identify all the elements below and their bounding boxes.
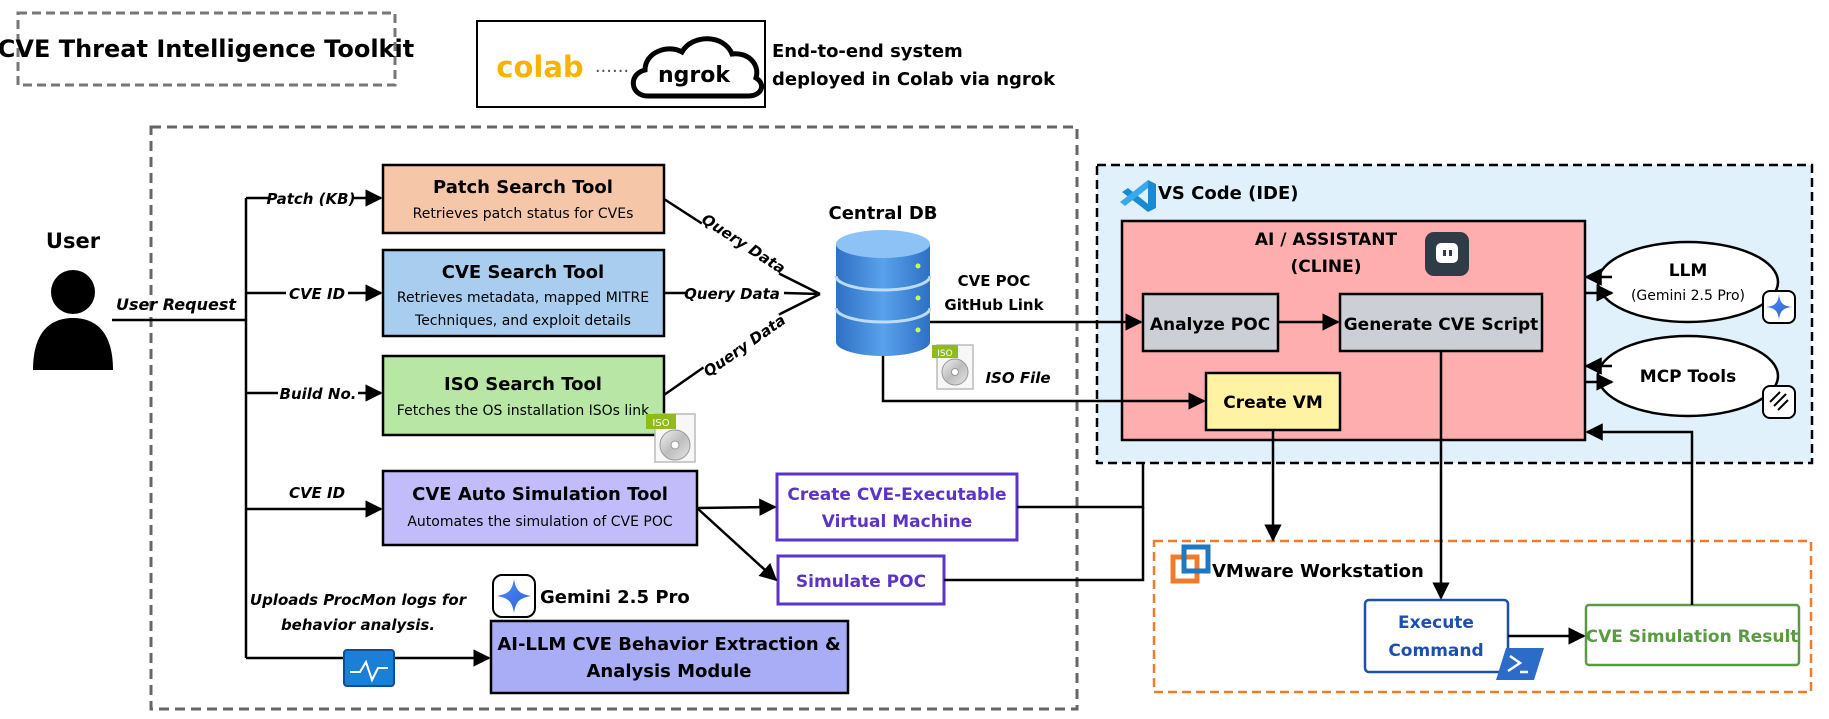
central-db-label: Central DB xyxy=(829,203,938,224)
colab-logo: colab xyxy=(496,50,583,84)
page-title: CVE Threat Intelligence Toolkit xyxy=(0,35,414,63)
llm-label: LLM xyxy=(1669,261,1708,281)
gemini-llm-icon xyxy=(1762,290,1796,324)
execute-command-box xyxy=(1363,598,1510,674)
vscode-label: VS Code (IDE) xyxy=(1158,183,1298,204)
module-title-line2: Analysis Module xyxy=(586,661,751,682)
llm-model-label: (Gemini 2.5 Pro) xyxy=(1631,288,1745,304)
query-label-2: Query Data xyxy=(684,285,780,303)
simulate-poc-box xyxy=(776,554,946,606)
execute-command-line1: Execute xyxy=(1398,613,1474,633)
query-label-3: Query Data xyxy=(700,311,789,381)
generate-cve-script-box xyxy=(1338,292,1544,353)
cve-tool-desc-line2: Techniques, and exploit details xyxy=(414,313,631,329)
create-cve-executable-vm xyxy=(775,472,1019,542)
llm-node xyxy=(1596,240,1780,324)
ngrok-cloud-icon xyxy=(630,36,765,99)
patch-tool-desc: Retrieves patch status for CVEs xyxy=(413,206,634,222)
uploads-label-line1: Uploads ProcMon logs for xyxy=(250,591,468,609)
gemini-icon xyxy=(492,574,536,618)
assistant-title-line2: (CLINE) xyxy=(1290,257,1361,277)
execute-command-line2: Command xyxy=(1388,641,1483,661)
gemini-label: Gemini 2.5 Pro xyxy=(540,587,690,608)
vscode-icon xyxy=(1120,180,1156,212)
cve-poc-label-line2: GitHub Link xyxy=(944,296,1044,314)
branch-label-cve-id: CVE ID xyxy=(289,285,345,303)
toolkit-container xyxy=(149,125,1079,711)
generate-script-label: Generate CVE Script xyxy=(1344,315,1539,335)
robot-icon xyxy=(1425,232,1469,276)
assistant-title-line1: AI / ASSISTANT xyxy=(1255,230,1398,250)
create-vm-output-line1: Create CVE-Executable xyxy=(787,485,1006,505)
cve-poc-label-line1: CVE POC xyxy=(958,272,1031,290)
patch-search-tool xyxy=(381,163,666,235)
user-label: User xyxy=(46,229,101,253)
behavior-analysis-module xyxy=(489,619,850,695)
simulate-poc-label: Simulate POC xyxy=(796,572,926,592)
patch-tool-title: Patch Search Tool xyxy=(433,177,613,198)
iso-search-tool xyxy=(381,354,666,437)
db-arrows xyxy=(881,313,1206,410)
sim-tool-desc: Automates the simulation of CVE POC xyxy=(407,514,672,530)
uploads-label-line2: behavior analysis. xyxy=(281,616,435,634)
branch-label-patch: Patch (KB) xyxy=(267,190,356,208)
iso-tool-desc: Fetches the OS installation ISOs link xyxy=(397,403,650,419)
query-label-bottom: Query Data xyxy=(700,309,789,381)
create-vm-output-line2: Virtual Machine xyxy=(822,512,973,532)
vscode-arrows xyxy=(1278,268,1614,391)
powershell-icon xyxy=(1496,648,1544,680)
simulation-result-label: CVE Simulation Result xyxy=(1586,627,1799,647)
iso-file-badge: ISO xyxy=(937,349,952,359)
simulation-arrows xyxy=(696,441,1152,582)
analyze-poc-label: Analyze POC xyxy=(1150,315,1270,335)
user-icon xyxy=(33,270,113,370)
deploy-caption-line1: End-to-end system xyxy=(772,41,963,62)
cve-search-tool xyxy=(381,248,666,338)
mcp-tools-label: MCP Tools xyxy=(1640,367,1736,387)
cross-panel-arrows xyxy=(1264,351,1694,645)
branch-label-build: Build No. xyxy=(280,385,357,403)
vmware-icon xyxy=(1170,544,1211,584)
cve-tool-title: CVE Search Tool xyxy=(442,262,604,283)
mcp-icon xyxy=(1762,385,1796,419)
title-frame xyxy=(16,11,397,87)
query-label-top: Query Data xyxy=(698,208,789,277)
iso-file-icon: ISO xyxy=(932,344,974,390)
query-label-1: Query Data xyxy=(698,210,788,277)
iso-badge-text: ISO xyxy=(652,418,669,429)
deploy-caption-line2: deployed in Colab via ngrok xyxy=(772,69,1056,90)
cve-auto-simulation-tool xyxy=(381,469,699,547)
iso-tool-title: ISO Search Tool xyxy=(444,374,602,395)
iso-file-label: ISO File xyxy=(985,369,1050,387)
module-title-line1: AI-LLM CVE Behavior Extraction & xyxy=(497,634,840,655)
ngrok-logo: ngrok xyxy=(658,63,731,88)
connection-dots: ...... xyxy=(595,56,629,77)
iso-disc-icon: ISO xyxy=(646,413,696,463)
vmware-panel xyxy=(1152,539,1813,694)
create-vm-label: Create VM xyxy=(1223,393,1323,413)
user-request-label: User Request xyxy=(116,295,237,314)
cve-tool-desc-line1: Retrieves metadata, mapped MITRE xyxy=(397,290,649,306)
database-icon xyxy=(834,230,932,356)
branch-label-cve-id-sim: CVE ID xyxy=(289,484,345,502)
vmware-label: VMware Workstation xyxy=(1212,561,1424,582)
procmon-log-icon xyxy=(343,649,395,687)
sim-tool-title: CVE Auto Simulation Tool xyxy=(412,484,668,505)
